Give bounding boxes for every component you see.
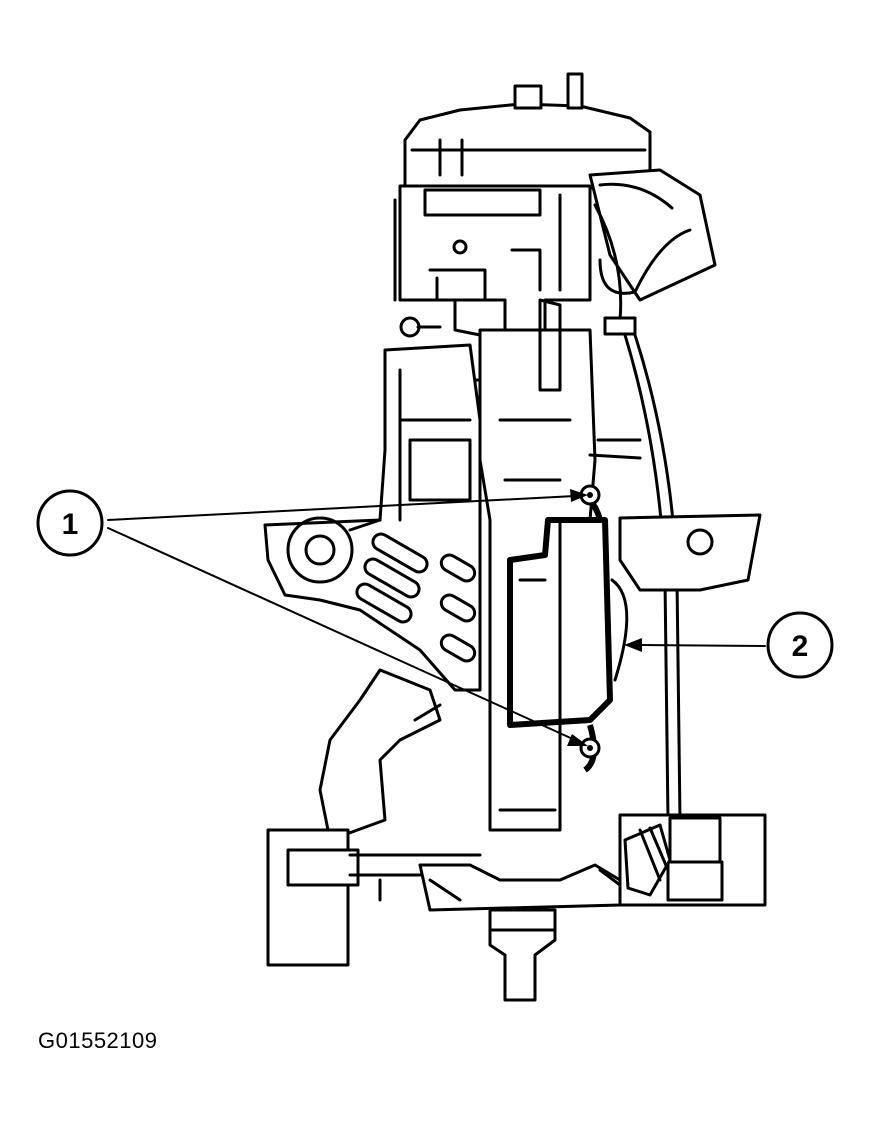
callout-2-label: 2 [792,630,809,663]
mounting-bracket [263,343,482,692]
bottom-shaft [418,863,642,1002]
top-cap [403,72,652,190]
arrow-head-1a [570,489,588,502]
wiring-harness [588,168,717,822]
callout-2: 2 [766,611,834,679]
fastener-screws [579,484,601,759]
right-connector [618,813,767,907]
leader-lines [107,489,766,746]
callout-1: 1 [36,489,104,557]
column-tube [478,298,642,832]
figure-code: G01552109 [38,1028,158,1053]
callout-1-label: 1 [62,508,79,541]
lower-left-housing [266,668,482,967]
arrow-head-2 [624,638,642,652]
arrow-head-1b [567,734,588,746]
right-mounting-ear [618,513,762,592]
